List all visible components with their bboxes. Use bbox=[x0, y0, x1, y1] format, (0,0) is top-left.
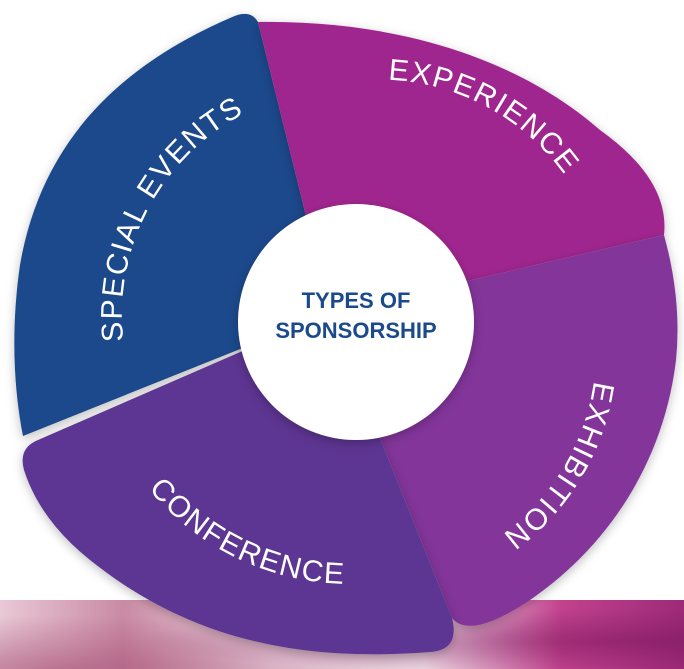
center-title-line1: TYPES OF bbox=[302, 288, 411, 313]
center-title-line2: SPONSORSHIP bbox=[275, 318, 436, 343]
center-hub bbox=[238, 204, 474, 440]
